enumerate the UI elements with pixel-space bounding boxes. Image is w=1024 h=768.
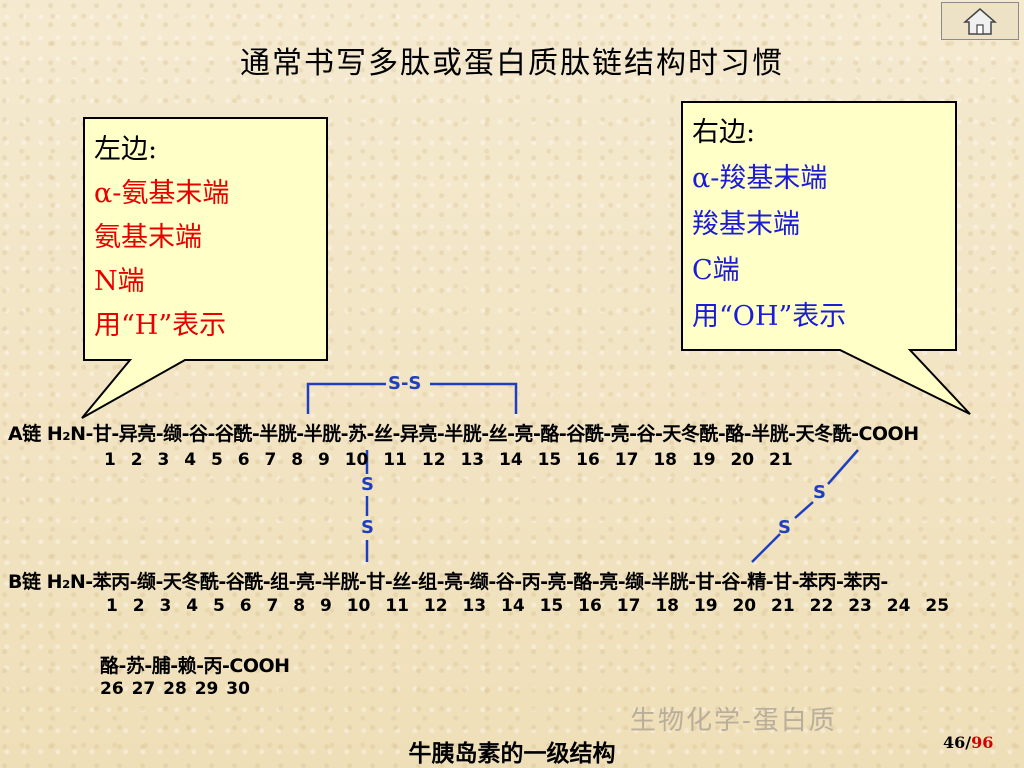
page-number: 46/96 [943,733,993,752]
chain-a-sequence: H₂N-甘-异亮-缬-谷-谷酰-半胱-半胱-苏-丝-异亮-半胱-丝-亮-酪-谷酰… [46,423,919,445]
sulfur-atom: S [813,482,826,503]
left-callout-line: 用“H”表示 [94,310,227,341]
right-callout-heading: 右边: [692,117,756,148]
right-callout-line: C端 [692,255,740,286]
page-total: 96 [971,733,994,752]
left-callout: 左边: α-氨基末端 氨基末端 N端 用“H”表示 [94,128,229,348]
chain-b-numbers: 1 2 3 4 5 6 7 8 9 10 11 12 13 14 15 16 1… [106,596,950,616]
chain-b-row: B链 H₂N-苯丙-缬-天冬酰-谷酰-组-亮-半胱-甘-丝-组-亮-缬-谷-丙-… [8,567,888,594]
sulfur-atom: S [778,517,791,538]
figure-caption: 牛胰岛素的一级结构 [408,741,616,767]
right-callout-line: 用“OH”表示 [692,301,847,332]
chain-b-continuation: 酪-苏-脯-赖-丙-COOH [100,655,290,677]
chain-b-label: B链 [8,571,41,593]
disulfide-bridge-a6-a11-right [430,382,518,414]
chain-a-row: A链 H₂N-甘-异亮-缬-谷-谷酰-半胱-半胱-苏-丝-异亮-半胱-丝-亮-酪… [8,419,919,446]
right-callout-line: 羧基末端 [692,209,800,240]
chain-a-numbers: 1 2 3 4 5 6 7 8 9 10 11 12 13 14 15 16 1… [104,450,793,470]
left-callout-line: α-氨基末端 [94,178,230,209]
left-callout-bubble [81,117,328,419]
sulfur-atom: S [361,517,374,538]
left-callout-line: N端 [94,266,145,297]
page-title: 通常书写多肽或蛋白质肽链结构时习惯 [240,46,784,81]
chain-a-label: A链 [8,423,41,445]
home-icon [962,8,998,35]
right-callout: 右边: α-羧基末端 羧基末端 C端 用“OH”表示 [692,110,846,340]
chain-b-sequence: H₂N-苯丙-缬-天冬酰-谷酰-组-亮-半胱-甘-丝-组-亮-缬-谷-丙-亮-酪… [46,571,889,593]
disulfide-label-a6-a11: S-S [388,373,422,394]
left-callout-heading: 左边: [94,134,158,165]
disulfide-bridge-a6-a11 [306,382,386,414]
disulfide-bond-a20-b19-top [827,449,859,485]
subject-watermark: 生物化学-蛋白质 [630,706,837,736]
page-current: 46/ [943,733,972,752]
home-button[interactable] [941,2,1019,40]
left-callout-line: 氨基末端 [94,222,202,253]
disulfide-bond-a20-b19-bottom [751,533,781,563]
disulfide-bond-a20-b19-mid [794,501,814,519]
right-callout-bubble [681,101,971,415]
right-callout-line: α-羧基末端 [692,163,828,194]
sulfur-atom: S [361,474,374,495]
chain-b-continuation-numbers: 26 27 28 29 30 [100,679,250,699]
